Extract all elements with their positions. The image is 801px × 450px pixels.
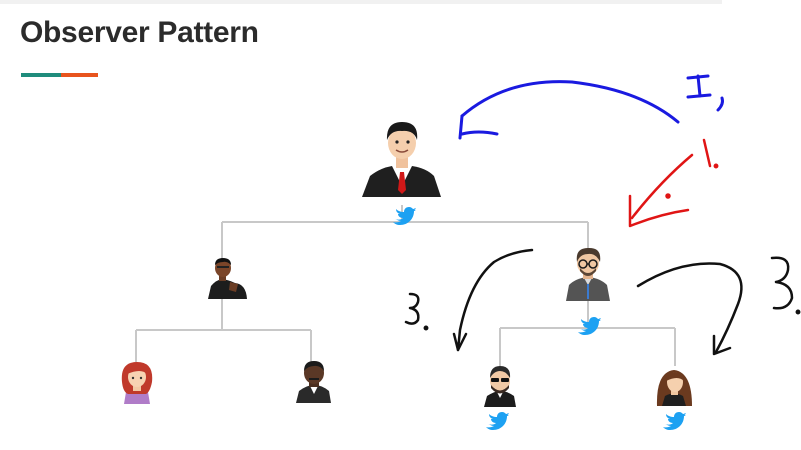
twitter-icon <box>486 412 509 430</box>
slide-top-edge <box>0 0 722 4</box>
leaf-man-sunglasses-avatar <box>484 366 516 407</box>
accent-bar-orange <box>61 73 98 77</box>
leaf-woman-red-hair-avatar <box>121 362 153 404</box>
accent-bar-teal <box>21 73 61 77</box>
leaf-older-man-avatar <box>296 361 331 403</box>
subscriber-right-avatar <box>566 247 610 301</box>
twitter-icon <box>578 317 601 335</box>
leaf-woman-long-hair-avatar <box>656 370 692 406</box>
slide: Observer Pattern <box>0 0 722 77</box>
twitter-icon <box>663 412 686 430</box>
slide-title: Observer Pattern <box>20 16 259 49</box>
subscriber-left-avatar <box>208 258 247 299</box>
publisher-avatar <box>362 122 441 197</box>
